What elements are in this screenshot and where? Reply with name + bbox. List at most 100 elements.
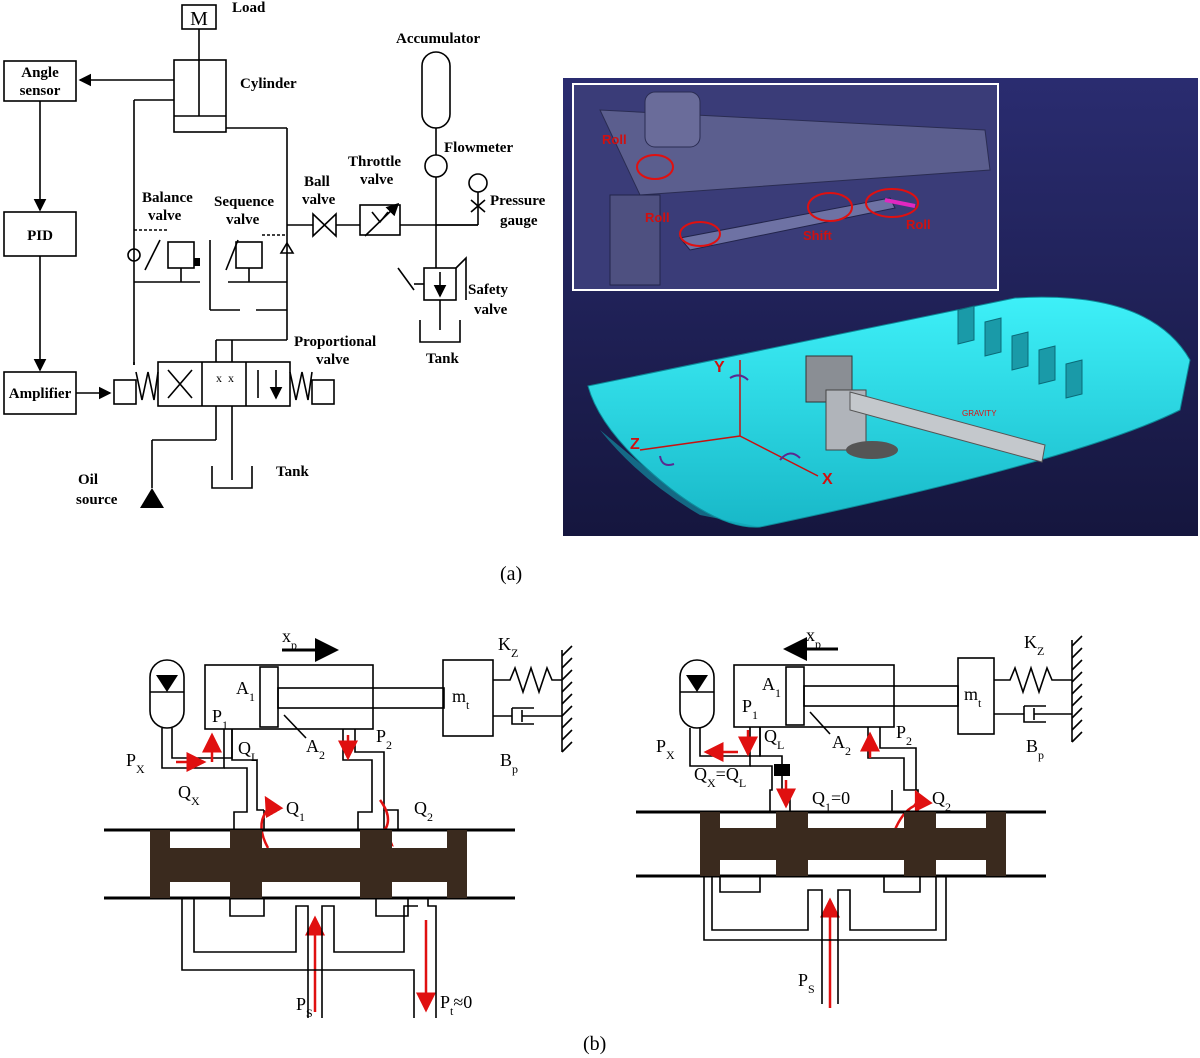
accumulator-label: Accumulator	[396, 31, 480, 47]
right-accumulator	[679, 659, 715, 729]
right-a1-label: A1	[762, 674, 781, 700]
right-ql-label: QL	[764, 726, 784, 752]
left-spring	[493, 665, 562, 695]
right-xp-label: xp	[806, 625, 821, 651]
right-kz-label: KZ	[1024, 632, 1044, 658]
right-spool-land-4	[986, 812, 1006, 876]
cylinder-label: Cylinder	[240, 76, 297, 92]
pressure-gauge-label-1: Pressure	[490, 193, 546, 209]
right-q1-label: Q1=0	[812, 788, 850, 814]
angle-sensor-label-2: sensor	[20, 83, 61, 99]
roll-label-2: Roll	[645, 210, 670, 225]
tank-right-symbol	[419, 320, 461, 343]
right-p2-label: P2	[896, 722, 912, 748]
axis-z-label: Z	[630, 436, 640, 453]
ball-valve-label-2: valve	[302, 192, 336, 208]
roll-label-1: Roll	[602, 132, 627, 147]
left-accumulator	[149, 659, 185, 729]
left-ps-label: PS	[296, 994, 313, 1020]
left-spool-land-1	[150, 830, 170, 898]
right-spool-land-2	[776, 812, 808, 876]
gravity-label: GRAVITY	[962, 409, 997, 418]
throttle-valve-symbol	[359, 202, 401, 237]
safety-valve-label-1: Safety	[468, 282, 508, 298]
shift-label: Shift	[803, 228, 833, 243]
flowmeter-symbol	[424, 154, 448, 178]
right-mass-block	[957, 657, 995, 735]
left-kz-label: KZ	[498, 634, 518, 660]
amplifier-label: Amplifier	[9, 386, 72, 402]
right-spring	[994, 665, 1072, 695]
left-spool-land-3	[360, 830, 392, 898]
pid-label: PID	[27, 228, 53, 244]
proportional-valve-label-2: valve	[316, 352, 350, 368]
right-ps-label: PS	[798, 970, 815, 996]
valve-model-left: xp mt KZ Bp A1 P1 A2 P2 PX QX QL Q1 Q2	[104, 626, 573, 1020]
valve-model-right: xp mt KZ Bp A1 P1 A2 P2 PX QX=QL QL Q1=0…	[636, 625, 1083, 1008]
roll-label-3: Roll	[906, 217, 931, 232]
svg-text:x: x	[216, 371, 222, 385]
oil-source-symbol	[140, 488, 164, 508]
caption-a: (a)	[500, 563, 522, 585]
left-cylinder	[204, 664, 374, 730]
right-spool-land-3	[904, 812, 936, 876]
left-a1-label: A1	[236, 678, 255, 704]
left-spool-land-4	[447, 830, 467, 898]
oil-source-label-1: Oil	[78, 472, 98, 488]
safety-valve-label-2: valve	[474, 302, 508, 318]
left-xp-label: xp	[282, 626, 297, 652]
throttle-valve-label-2: valve	[360, 172, 394, 188]
right-spool-land-1	[700, 812, 720, 876]
safety-valve-symbol	[397, 256, 467, 301]
balance-valve-label-1: Balance	[142, 190, 193, 206]
left-qx-label: QX	[178, 782, 200, 808]
ball-valve-label-1: Ball	[304, 174, 330, 190]
left-ql-label: QL	[238, 738, 258, 764]
balance-valve-label-2: valve	[148, 208, 182, 224]
left-p2-label: P2	[376, 726, 392, 752]
axis-y-label: Y	[714, 359, 725, 376]
left-bp-label: Bp	[500, 750, 518, 776]
throttle-valve-label-1: Throttle	[348, 154, 401, 170]
right-a2-label: A2	[832, 732, 851, 758]
left-mass-block	[442, 659, 494, 737]
right-bp-label: Bp	[1026, 736, 1044, 762]
pressure-gauge-label-2: gauge	[500, 213, 538, 229]
sequence-valve-label-2: valve	[226, 212, 260, 228]
axis-x-label: X	[822, 471, 833, 488]
tank-right-label: Tank	[426, 351, 459, 367]
right-p1-label: P1	[742, 696, 758, 722]
right-q2-label: Q2	[932, 788, 951, 814]
right-px-label: PX	[656, 736, 675, 762]
angle-sensor-label-1: Angle	[21, 65, 59, 81]
right-cylinder	[733, 664, 895, 728]
flowmeter-label: Flowmeter	[444, 140, 513, 156]
left-mt-label: mt	[452, 686, 470, 712]
caption-b: (b)	[583, 1033, 606, 1055]
proportional-valve-label-1: Proportional	[294, 334, 376, 350]
balance-valve-symbol	[127, 229, 200, 283]
oil-source-label-2: source	[76, 492, 118, 508]
right-mt-label: mt	[964, 684, 982, 710]
left-q1-label: Q1	[286, 798, 305, 824]
ball-valve-symbol	[312, 212, 337, 238]
left-a2-label: A2	[306, 736, 325, 762]
left-spool-land-2	[230, 830, 262, 898]
load-mass-symbol: M	[190, 8, 208, 30]
load-label: Load	[232, 0, 266, 16]
left-pt-label: Pt≈0	[440, 992, 472, 1018]
sequence-valve-symbol	[225, 234, 295, 283]
hydraulic-schematic: M Load Cylinder Angle sensor PID Amplifi…	[3, 0, 546, 508]
left-px-label: PX	[126, 750, 145, 776]
sequence-valve-label-1: Sequence	[214, 194, 274, 210]
tank-bottom-label: Tank	[276, 464, 309, 480]
cylinder-body	[173, 59, 227, 133]
svg-text:x: x	[228, 371, 234, 385]
left-p1-label: P1	[212, 706, 228, 732]
proportional-valve-symbol: x x	[113, 361, 335, 407]
right-qxql-label: QX=QL	[694, 764, 746, 790]
left-q2-label: Q2	[414, 798, 433, 824]
tank-bottom-symbol	[211, 466, 253, 489]
accumulator-symbol	[421, 51, 451, 129]
pressure-gauge-symbol	[468, 173, 488, 193]
